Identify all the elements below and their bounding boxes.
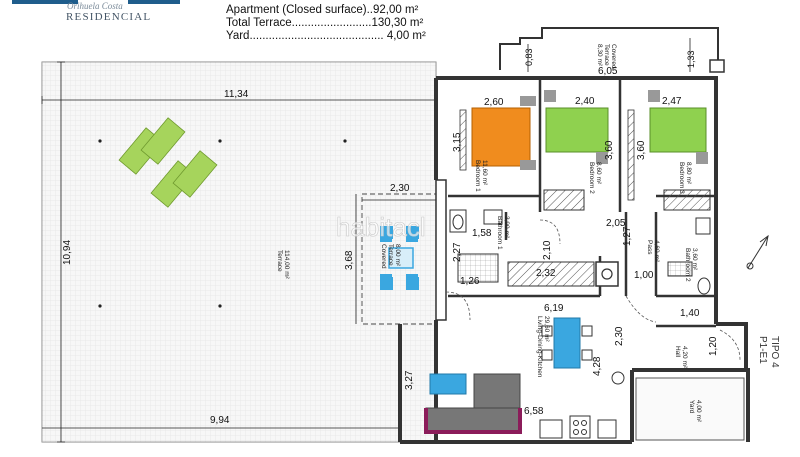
room-bedroom2-name: Bedroom 2 xyxy=(588,162,595,194)
room-bathroom1-name: Bathroom 1 xyxy=(496,216,503,250)
dim-140: 1,40 xyxy=(680,308,700,319)
yard-area xyxy=(635,377,745,441)
plan-id: P1-E1 TIPO 4 xyxy=(757,336,780,368)
room-covered-left-2: Terrace xyxy=(387,244,394,266)
dim-126: 1,26 xyxy=(460,276,480,287)
plan-id-line1: P1-E1 xyxy=(757,336,768,364)
logo-bar-right xyxy=(128,0,180,4)
covered-terrace-top xyxy=(499,27,719,70)
room-pass-name: Pass xyxy=(646,240,653,255)
dim-994: 9,94 xyxy=(210,415,230,426)
wardrobe-pass xyxy=(507,261,595,287)
dim-120: 1,20 xyxy=(708,336,719,356)
dim-210: 2,10 xyxy=(542,240,553,260)
dim-227: 2,27 xyxy=(452,242,463,262)
room-hall-area: 4,20 m² xyxy=(681,346,688,369)
outdoor-table xyxy=(388,247,414,269)
sun-lounger-1 xyxy=(118,117,186,175)
room-covered-top-2: Terrace xyxy=(603,44,610,66)
room-bedroom3-area: 8,80 m² xyxy=(685,162,692,185)
dim-1094: 10,94 xyxy=(62,240,73,265)
room-covered-top-3: 8,30 m² xyxy=(596,44,603,67)
room-bedroom1-name: Bedroom 1 xyxy=(474,160,481,192)
boiler xyxy=(595,261,619,287)
sofa xyxy=(429,373,467,395)
room-covered-left-3: 8,00 m² xyxy=(394,244,401,267)
room-living-area: 29,60 m² xyxy=(543,316,550,342)
wardrobe-bedroom-3 xyxy=(663,189,711,211)
dim-327: 3,27 xyxy=(404,370,415,390)
dim-100: 1,00 xyxy=(634,270,654,281)
dim-230b: 2,30 xyxy=(614,326,625,346)
logo-bar-left xyxy=(12,0,78,4)
dim-240: 2,40 xyxy=(575,96,595,107)
kitchen-counter xyxy=(425,407,521,433)
dim-619: 6,19 xyxy=(544,303,564,314)
brand-tagline: Orihuela Costa xyxy=(67,1,123,11)
room-yard-name: Yard xyxy=(688,400,695,414)
watermark-text: habitacl xyxy=(336,212,426,242)
dim-083: 0,83 xyxy=(524,48,534,66)
room-bathroom1-area: 3,90 m² xyxy=(503,216,510,239)
dim-360b: 3,60 xyxy=(636,140,647,160)
north-arrow-icon xyxy=(746,234,769,270)
room-labels: Covered Terrace 8,30 m² Bedroom 1 11,60 … xyxy=(276,44,702,423)
dim-133: 1,33 xyxy=(686,50,696,68)
bed-bedroom-2 xyxy=(545,107,609,153)
surface-apartment: Apartment (Closed surface)..92,00 m² xyxy=(226,4,419,16)
dim-658: 6,58 xyxy=(524,406,544,417)
room-bathroom2-name: Bathroom 2 xyxy=(684,248,691,282)
dim-205: 2,05 xyxy=(606,218,626,229)
dim-247: 2,47 xyxy=(662,96,682,107)
room-covered-top-1: Covered xyxy=(610,44,617,69)
dim-260: 2,60 xyxy=(484,97,504,108)
surface-yard: Yard....................................… xyxy=(226,30,426,42)
plan-id-line2: TIPO 4 xyxy=(769,336,780,368)
dim-428: 4,28 xyxy=(592,356,603,376)
room-terrace-area: 114,00 m² xyxy=(283,250,290,280)
room-terrace-name: Terrace xyxy=(276,250,283,272)
kitchen-appliances xyxy=(539,371,625,439)
wardrobe-bedroom-2 xyxy=(543,189,585,211)
dim-368: 3,68 xyxy=(344,250,355,270)
dim-605: 6,05 xyxy=(598,66,618,77)
room-yard-area: 4,00 m² xyxy=(695,400,702,423)
bed-bedroom-1 xyxy=(471,107,531,167)
dim-232: 2,32 xyxy=(536,268,556,279)
column-dots xyxy=(98,139,347,308)
dim-360a: 3,60 xyxy=(604,140,615,160)
kitchen-wall-purple xyxy=(424,408,522,434)
room-bedroom3-name: Bedroom 3 xyxy=(678,162,685,194)
dim-1134: 11,34 xyxy=(224,89,249,100)
room-hall-name: Hall xyxy=(674,346,681,358)
room-bathroom2-area: 3,60 m² xyxy=(691,248,698,271)
brand-name: RESIDENCIAL xyxy=(66,11,152,23)
kitchen-island xyxy=(473,373,521,409)
dimension-labels: 6,05 0,83 1,33 11,34 2,60 2,40 2,47 3,15… xyxy=(62,48,719,426)
bathroom-1-fixtures xyxy=(449,209,503,283)
room-covered-left-1: Covered xyxy=(380,244,387,269)
dim-158: 1,58 xyxy=(472,228,492,239)
dim-127: 1,27 xyxy=(622,226,633,246)
sun-lounger-2 xyxy=(150,150,218,208)
dim-230: 2,30 xyxy=(390,183,410,194)
bathroom-2-fixtures xyxy=(667,217,711,295)
surface-terrace: Total Terrace.........................13… xyxy=(226,17,424,29)
bed-bedroom-3 xyxy=(649,107,707,153)
room-pass-area: 4,60 m² xyxy=(653,240,660,263)
room-living-name: Living-Dining-Kitchen xyxy=(536,316,543,378)
dining-table xyxy=(553,317,581,369)
room-bedroom1-area: 11,60 m² xyxy=(481,160,488,186)
room-bedroom2-area: 8,60 m² xyxy=(595,162,602,185)
dim-315: 3,15 xyxy=(452,132,463,152)
